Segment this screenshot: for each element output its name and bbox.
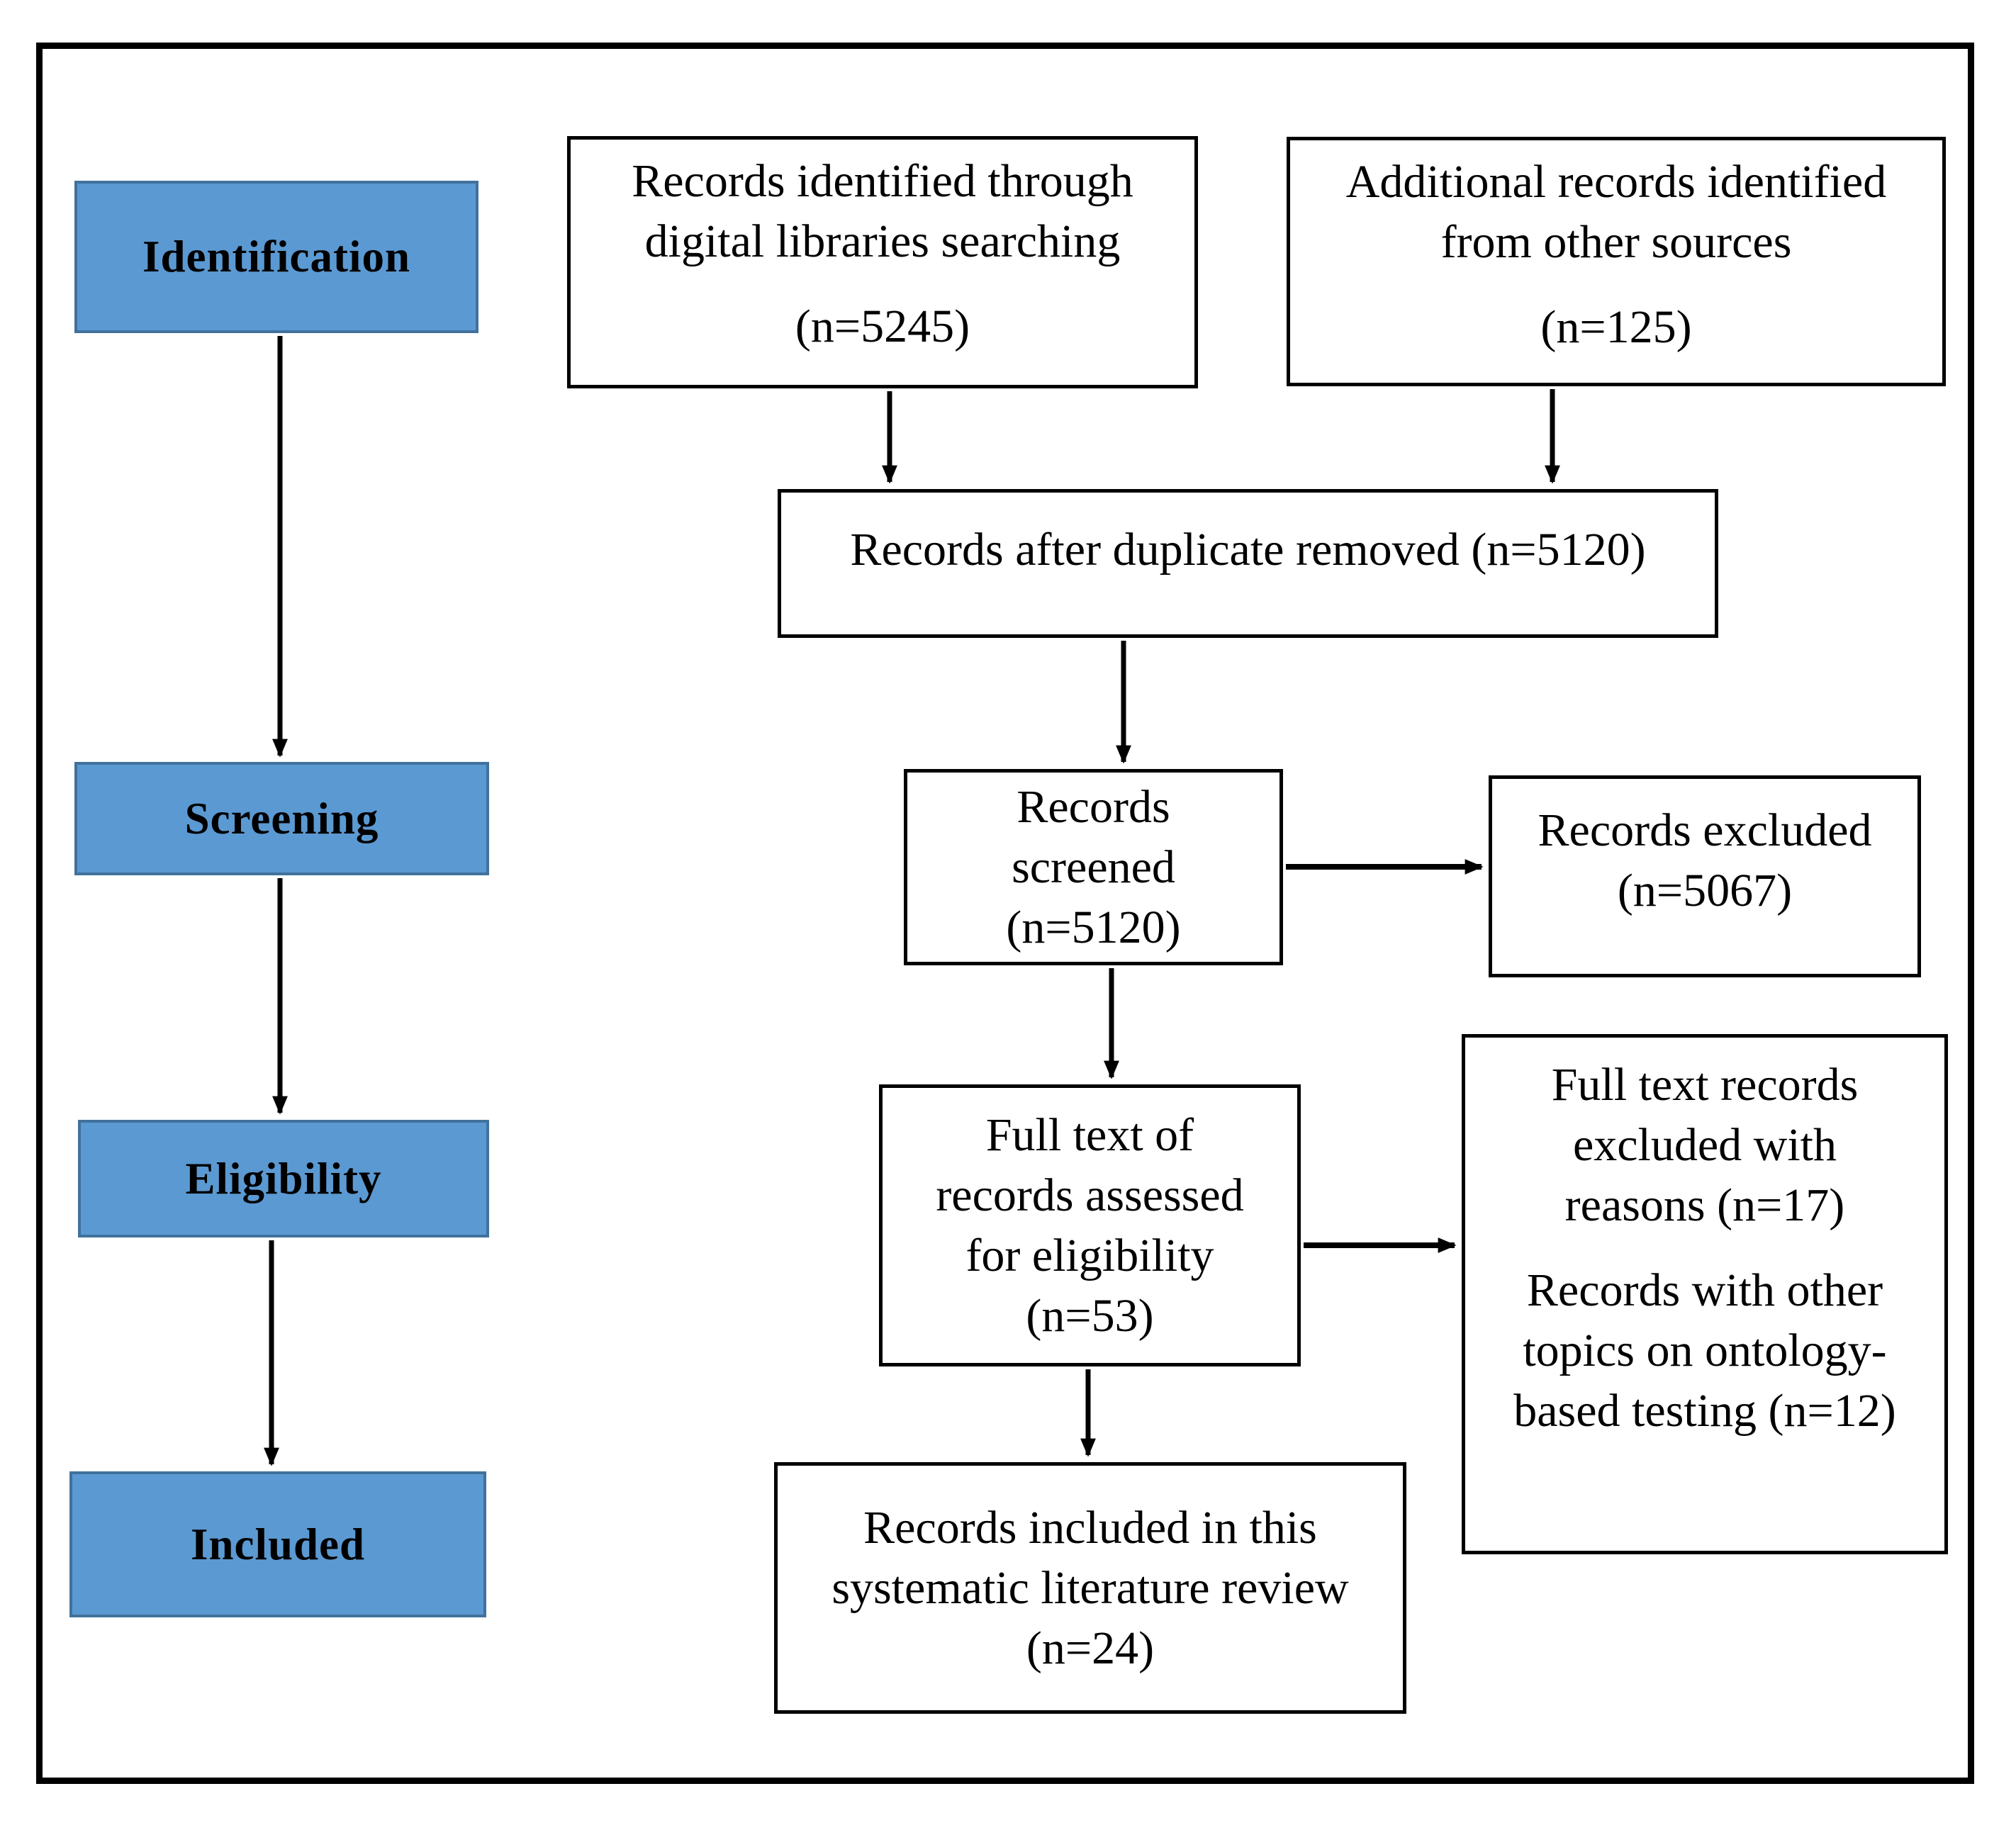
box-text-group-2: Records with other topics on ontology-bas… (1513, 1260, 1895, 1441)
stage-identification-label: Identification (142, 232, 410, 281)
box-text: Records included in this systematic liter… (831, 1498, 1348, 1678)
box-text: Records screened (n=5120) (1006, 777, 1180, 958)
text-line: based testing (n=12) (1513, 1385, 1896, 1437)
text-line: (n=24) (1026, 1622, 1155, 1674)
text-line: digital libraries searching (644, 215, 1121, 267)
text-line: Records excluded (1538, 804, 1872, 856)
box-text: Full text of records assessed for eligibil… (936, 1105, 1243, 1346)
text-line: from other sources (1440, 216, 1792, 268)
box-records-identified: Records identified through digital librar… (567, 136, 1198, 388)
text-line: Records (1017, 781, 1170, 833)
text-line: (n=5067) (1617, 865, 1793, 916)
text-line: topics on ontology- (1523, 1325, 1887, 1376)
text-line: Records identified through (632, 155, 1133, 207)
box-fulltext-assessed: Full text of records assessed for eligibil… (879, 1084, 1301, 1366)
box-text: Additional records identified from other … (1346, 152, 1886, 272)
stage-identification: Identification (74, 181, 478, 333)
text-line: systematic literature review (831, 1562, 1349, 1614)
box-records-excluded: Records excluded (n=5067) (1489, 775, 1921, 977)
text-line: Additional records identified (1345, 156, 1887, 208)
stage-eligibility-label: Eligibility (185, 1153, 382, 1203)
box-text: Records excluded (n=5067) (1538, 800, 1872, 921)
stage-screening: Screening (74, 762, 489, 875)
text-line: Records included in this (863, 1502, 1317, 1554)
stage-screening-label: Screening (184, 793, 379, 843)
stage-included-label: Included (190, 1519, 366, 1569)
count-label: (n=5245) (795, 301, 970, 352)
box-text-group-1: Full text records excluded with reasons (n… (1552, 1055, 1859, 1235)
text-line: Records after duplicate removed (n=5120) (850, 523, 1646, 576)
text-line: for eligibility (965, 1230, 1214, 1281)
text-line: Full text of (985, 1109, 1194, 1161)
diagram-outer-border (36, 43, 1974, 1784)
stage-included: Included (69, 1471, 486, 1617)
text-line: Records with other (1526, 1264, 1883, 1316)
text-line: records assessed (936, 1169, 1244, 1221)
text-line: excluded with (1572, 1119, 1837, 1171)
box-fulltext-excluded: Full text records excluded with reasons (n… (1462, 1034, 1948, 1554)
text-line: screened (1012, 841, 1175, 893)
box-records-included: Records included in this systematic liter… (774, 1462, 1406, 1714)
count-label: (n=125) (1540, 301, 1692, 353)
text-line: Full text records (1551, 1059, 1859, 1111)
text-line: reasons (n=17) (1564, 1179, 1845, 1231)
box-text: Records identified through digital librar… (632, 151, 1133, 271)
text-line: (n=5120) (1006, 902, 1181, 953)
box-text: Records after duplicate removed (n=5120) (850, 520, 1645, 580)
text-line: (n=53) (1026, 1290, 1154, 1342)
box-records-deduplicated: Records after duplicate removed (n=5120) (778, 489, 1718, 638)
box-additional-records: Additional records identified from other … (1287, 137, 1946, 386)
stage-eligibility: Eligibility (78, 1120, 489, 1237)
box-records-screened: Records screened (n=5120) (904, 769, 1283, 965)
